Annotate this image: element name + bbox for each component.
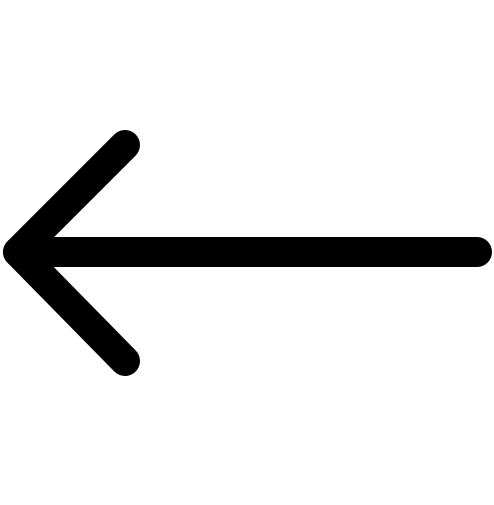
- arrow-head: [3, 130, 140, 376]
